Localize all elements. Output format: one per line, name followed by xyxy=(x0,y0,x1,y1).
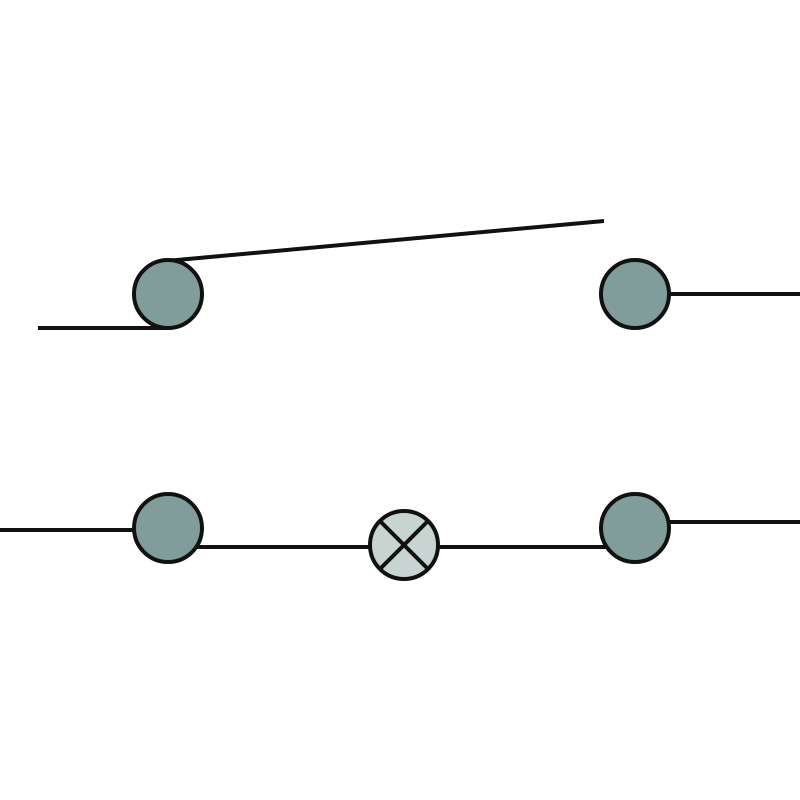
terminal-bottom-left xyxy=(132,492,204,564)
terminal-bottom-right xyxy=(599,492,671,564)
lamp-symbol xyxy=(368,509,440,581)
terminal-top-right xyxy=(599,258,671,330)
lamp-cross-2 xyxy=(378,519,430,571)
switch-blade xyxy=(165,219,605,263)
terminal-top-left xyxy=(132,258,204,330)
